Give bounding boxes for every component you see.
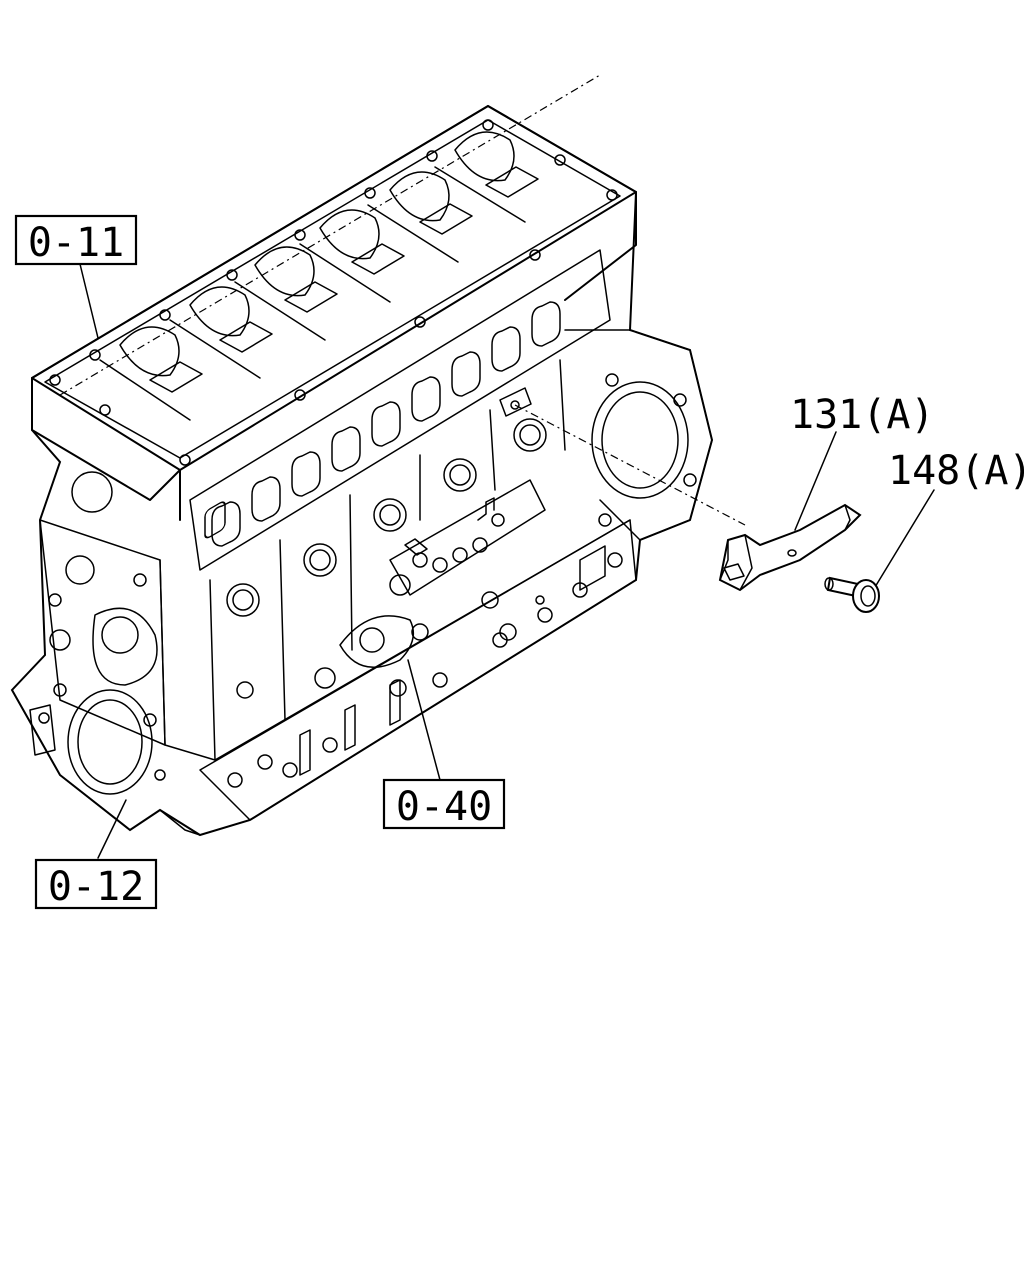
port-openings <box>189 249 611 571</box>
leader-0-40 <box>407 659 441 781</box>
callout-text: 0-40 <box>396 784 492 830</box>
engine-block <box>10 74 714 837</box>
callout-box <box>14 214 138 266</box>
callout-0-12[interactable]: 0-12 <box>34 858 158 910</box>
leader-131 <box>794 431 837 531</box>
part-label-148[interactable]: 148(A) <box>888 448 1024 494</box>
leader-0-12 <box>97 799 127 859</box>
main-bearing-webs <box>49 119 618 466</box>
leader-148 <box>871 489 935 593</box>
bolt-148-part <box>824 576 880 613</box>
injection-pump-area <box>339 479 546 697</box>
front-face <box>39 471 166 746</box>
rear-flange <box>564 329 713 541</box>
callout-0-40[interactable]: 0-40 <box>382 778 506 830</box>
front-crank-bore <box>11 689 201 836</box>
callout-text: 0-12 <box>48 864 144 910</box>
callout-box <box>34 858 158 910</box>
callout-0-11[interactable]: 0-11 <box>14 214 138 266</box>
deck-bolt-holes <box>49 119 618 466</box>
callout-box <box>382 778 506 830</box>
leader-0-11 <box>79 263 99 339</box>
bracket-assembly-line <box>514 404 746 526</box>
leader-lines <box>79 263 935 859</box>
part-label-131[interactable]: 131(A) <box>790 392 935 438</box>
callout-text: 0-11 <box>28 220 124 266</box>
bracket-131-part <box>718 503 862 592</box>
lower-rail <box>199 519 637 821</box>
core-plugs <box>226 418 547 699</box>
